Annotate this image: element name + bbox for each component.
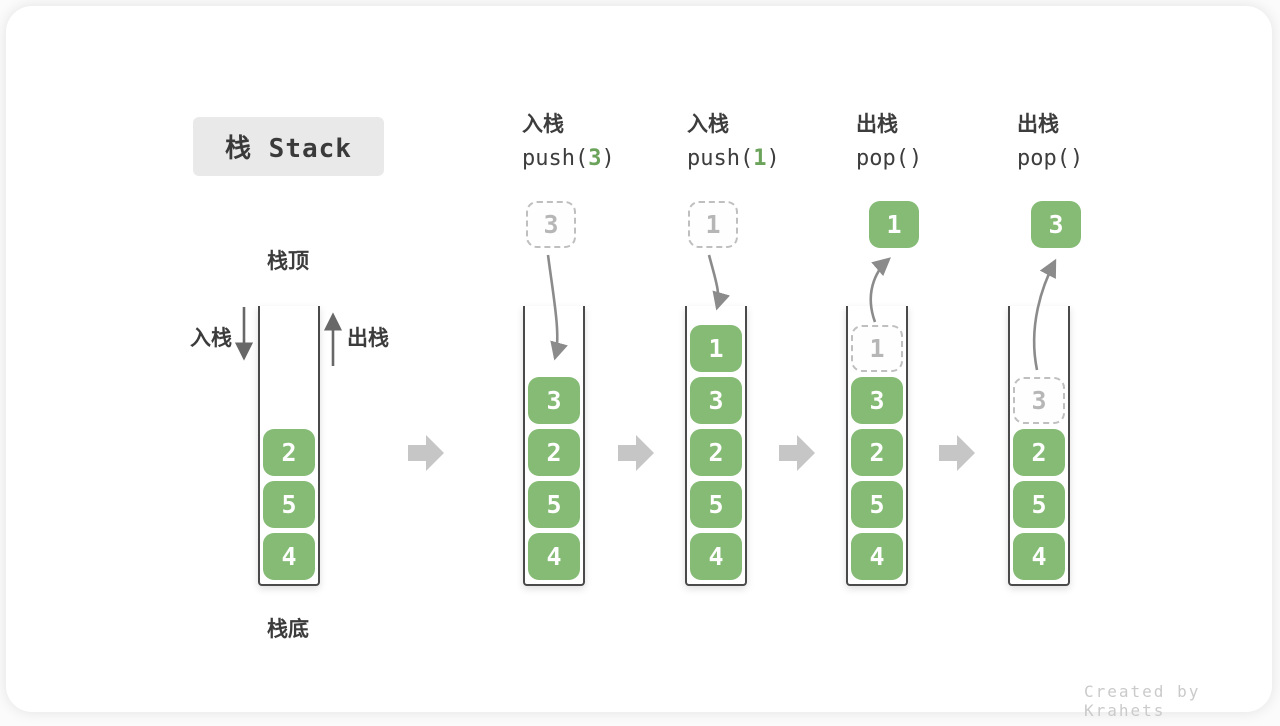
column-header-pop-1: 出栈 pop()	[856, 114, 922, 170]
stack-slot-value: 4	[528, 533, 580, 580]
stack-slot-value: 5	[690, 481, 742, 528]
stack-slot-value: 4	[690, 533, 742, 580]
pop-direction-label: 出栈	[347, 327, 389, 350]
stack-slot-value: 3	[528, 377, 580, 424]
op-label-cn: 入栈	[522, 113, 564, 136]
op-code: push(3)	[522, 146, 615, 171]
op-code-arg: 3	[588, 146, 602, 171]
op-label-cn: 出栈	[1017, 113, 1059, 136]
op-code: pop()	[856, 146, 923, 171]
diagram-card: 栈 Stack 栈顶 栈底 入栈 出栈 入栈 push(3) 入栈 push(1…	[6, 6, 1272, 720]
popped-value-box: 1	[869, 201, 919, 248]
stack-top-label: 栈顶	[267, 250, 309, 273]
arrows-overlay	[234, 254, 1057, 471]
incoming-value-box: 3	[526, 201, 576, 248]
column-header-pop-3: 出栈 pop()	[1017, 114, 1083, 170]
column-header-push-1: 入栈 push(1)	[687, 114, 780, 170]
stack-slot-value: 3	[851, 377, 903, 424]
stack-bottom-label: 栈底	[267, 618, 309, 641]
stack-slot-value: 3	[690, 377, 742, 424]
step-arrow-icon	[939, 435, 975, 471]
stack-slot-value: 4	[1013, 533, 1065, 580]
stack-container-push-3: 3 3 2 5 4	[523, 201, 585, 586]
ghost-slot-value: 3	[1013, 377, 1065, 424]
step-arrow-icon	[779, 435, 815, 471]
stack-container-initial: 2 5 4	[258, 306, 320, 586]
stack-slot-value: 1	[690, 325, 742, 372]
step-arrow-icon	[408, 435, 444, 471]
stack-slot-value: 2	[528, 429, 580, 476]
column-header-push-3: 入栈 push(3)	[522, 114, 615, 170]
op-code: push(1)	[687, 146, 780, 171]
op-code: pop()	[1017, 146, 1084, 171]
stack-slot-value: 2	[851, 429, 903, 476]
push-curve-arrow-icon	[707, 254, 731, 311]
title-box: 栈 Stack	[193, 117, 384, 176]
stack-container-pop-1: 1 1 3 2 5 4	[846, 201, 919, 586]
stack-slot-value: 4	[851, 533, 903, 580]
push-direction-label: 入栈	[190, 327, 232, 350]
op-code-arg: 1	[753, 146, 767, 171]
stack-slot-value: 2	[263, 429, 315, 476]
title-text: 栈 Stack	[225, 134, 352, 164]
stack-container-pop-3: 3 3 2 5 4	[1008, 201, 1081, 586]
stack-container-push-1: 1 1 3 2 5 4	[685, 201, 747, 586]
stack-slot-value: 4	[263, 533, 315, 580]
stack-slot-value: 5	[263, 481, 315, 528]
watermark: Created by Krahets	[1084, 682, 1201, 720]
stack-slot-value: 2	[690, 429, 742, 476]
popped-value-box: 3	[1031, 201, 1081, 248]
stack-slot-value: 5	[1013, 481, 1065, 528]
stack-slot-value: 5	[851, 481, 903, 528]
incoming-value-box: 1	[688, 201, 738, 248]
step-arrow-icon	[618, 435, 654, 471]
op-label-cn: 入栈	[687, 113, 729, 136]
stack-slot-value: 5	[528, 481, 580, 528]
op-label-cn: 出栈	[856, 113, 898, 136]
ghost-slot-value: 1	[851, 325, 903, 372]
stack-slot-value: 2	[1013, 429, 1065, 476]
